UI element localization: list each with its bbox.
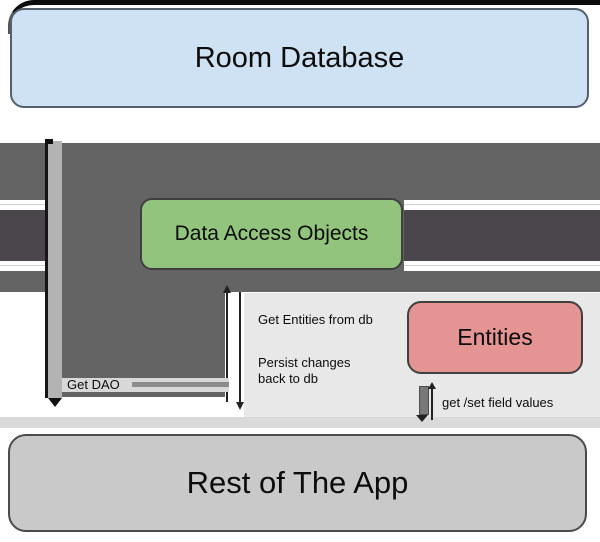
get-dao-connector-line (132, 382, 229, 387)
node-rest-of-app-label: Rest of The App (186, 465, 409, 500)
bottom-light-strip (0, 417, 600, 428)
edge-label-get-set-field-values: get /set field values (442, 395, 554, 410)
edge-label-get-dao: Get DAO (67, 377, 120, 392)
node-room-database: Room Database (10, 8, 589, 108)
node-room-database-label: Room Database (194, 41, 405, 74)
get-dao-label-stripe: Get DAO (62, 378, 229, 392)
node-data-access-objects-label: Data Access Objects (174, 222, 369, 245)
persist-changes-arrow-line (239, 292, 241, 402)
get-entities-arrowhead-up-icon (223, 285, 231, 293)
get-set-arrowhead-down-icon (416, 415, 428, 422)
top-frame-border (8, 0, 600, 34)
get-set-arrow-line (431, 388, 433, 420)
node-entities: Entities (407, 301, 583, 374)
node-data-access-objects: Data Access Objects (140, 198, 403, 270)
get-set-arrowhead-up-icon (428, 382, 436, 389)
node-rest-of-app: Rest of The App (8, 434, 587, 532)
edge-label-persist-changes: Persist changes back to db (258, 355, 351, 386)
persist-changes-arrowhead-down-icon (236, 402, 244, 410)
get-dao-arrow-shaft (45, 141, 62, 398)
get-dao-arrowhead-down-icon (48, 398, 62, 407)
get-set-arrow-bar (419, 386, 429, 415)
get-dao-arrow-top-tick (45, 139, 53, 144)
edge-label-get-entities: Get Entities from db (258, 312, 373, 327)
get-entities-arrow-line (226, 292, 228, 402)
node-entities-label: Entities (457, 324, 533, 350)
